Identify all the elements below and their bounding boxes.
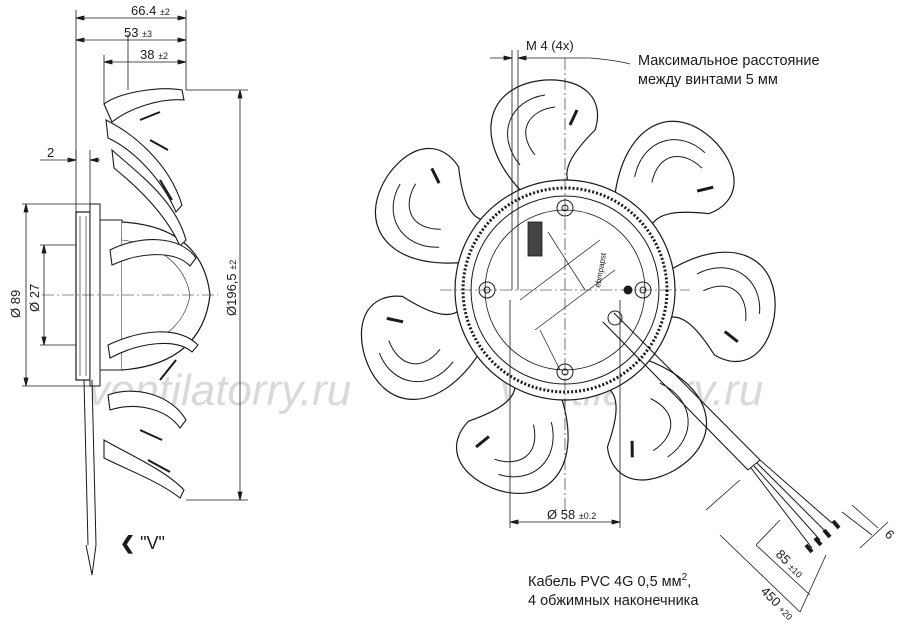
cable-note-line-1: Кабель PVC 4G 0,5 мм: [528, 573, 682, 590]
thread-note: Максимальное расстояние между винтами 5 …: [638, 52, 820, 90]
cable-note-line-2: 4 обжимных наконечника: [528, 592, 699, 609]
cable-note-sup: 2: [681, 572, 688, 583]
dim-diameter-shaft: Ø 27: [27, 284, 42, 312]
blade-side-4: [109, 239, 197, 267]
bolt-circle-dim: Ø 58 ±0.2: [547, 507, 596, 522]
blade-side-7: [103, 439, 185, 499]
blade-side-5: [107, 331, 199, 359]
cable-wires: [750, 459, 833, 549]
fan-blade: [374, 147, 487, 264]
cable-note: Кабель PVC 4G 0,5 мм2, 4 обжимных наконе…: [528, 568, 698, 611]
fan-blade: [613, 120, 735, 230]
thread-note-line-1: Максимальное расстояние: [638, 53, 820, 69]
watermark-left: ventilatorry.ru: [88, 366, 351, 415]
dim-diameter-motor: Ø 89: [8, 290, 23, 318]
fan-blade: [455, 381, 569, 494]
strip-length-dim: 85 ±10: [773, 547, 807, 581]
side-view: [42, 88, 218, 576]
dim-flange-thickness: 2: [47, 145, 54, 160]
front-view: ebmpapst: [360, 58, 841, 554]
fan-blade: [490, 79, 599, 196]
blade-side-6: [107, 390, 187, 429]
blade-side-1: [103, 88, 185, 123]
thread-label: M 4 (4x): [526, 38, 574, 53]
end-length-dim: 6: [882, 527, 898, 543]
dim-overall-length: 66.4 ±2: [131, 3, 170, 18]
view-label: ❮ "V": [120, 533, 165, 554]
dim-blade-offset: 53 ±3: [124, 25, 152, 40]
blade-side-3: [111, 148, 187, 247]
blade-side-2: [105, 119, 183, 214]
dim-hub-offset: 38 ±2: [140, 47, 168, 62]
dim-diameter-blades: Ø196,5 ±2: [224, 260, 239, 316]
thread-note-line-2: между винтами 5 мм: [638, 72, 778, 88]
fan-blade: [360, 295, 482, 400]
cable: [602, 312, 761, 471]
flange-plate: [75, 211, 91, 381]
view-label-text: "V": [140, 533, 165, 553]
side-view-dimensions: 66.4 ±2 53 ±3 38 ±2 2 Ø 89 Ø 27 Ø196,5 ±…: [8, 3, 248, 501]
cable-note-suffix: ,: [687, 573, 692, 590]
chevron-left-icon: ❮: [120, 533, 136, 553]
fan-blade: [665, 251, 776, 363]
fan-blade: [604, 357, 708, 481]
crimp-terminals: [804, 519, 841, 554]
